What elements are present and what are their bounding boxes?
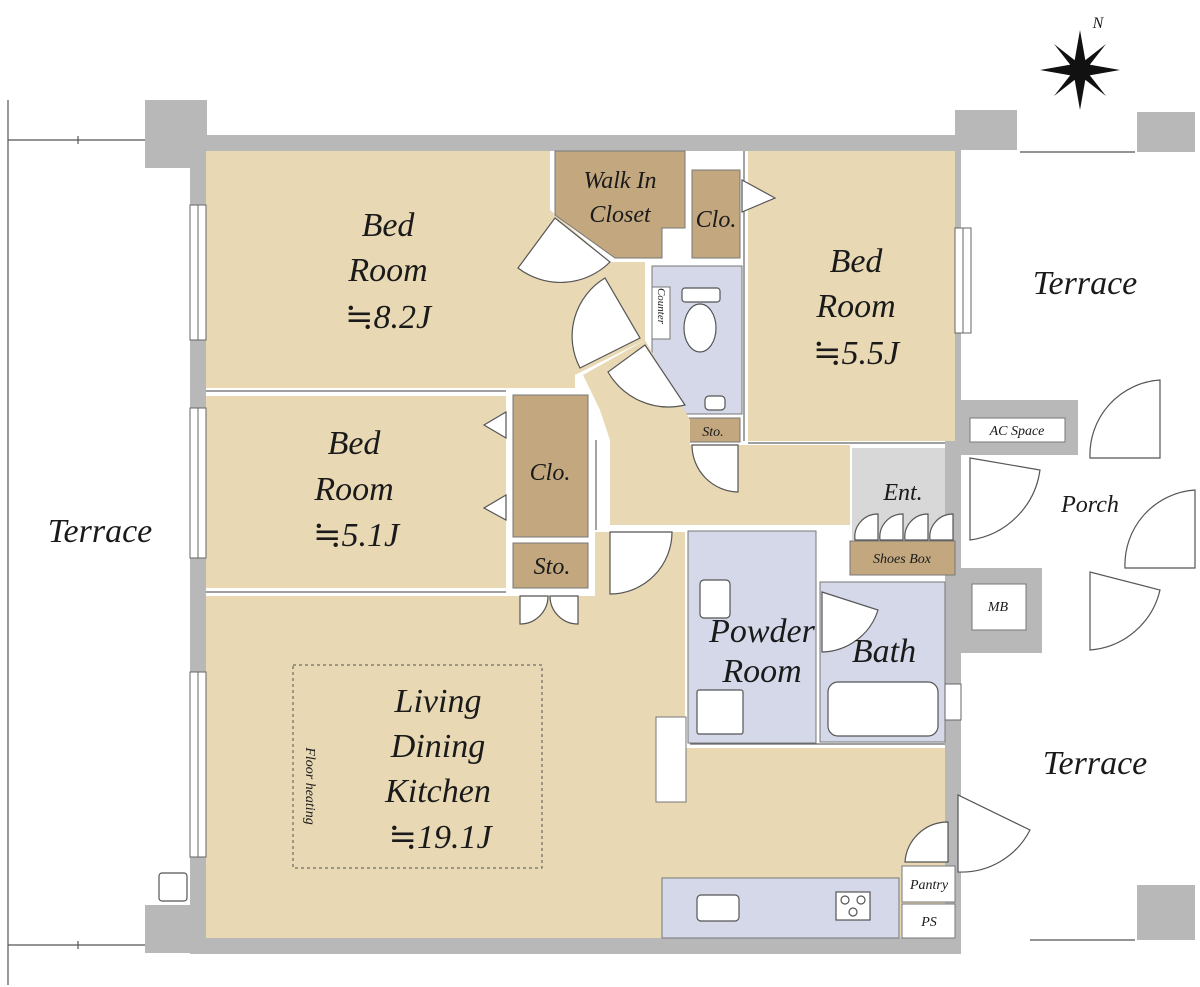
mb-box [971,583,1027,631]
bedroom-2-label-line2: Room [815,288,895,325]
entrance-label: Ent. [882,480,922,506]
bedroom-1-floor [206,151,645,388]
fridge-space [655,716,687,803]
powder-room-label-line2: Room [721,653,801,690]
bedroom-1-size: ≒8.2J [345,299,433,336]
ldk-floor [206,532,945,938]
doors [482,178,1196,873]
counter-label: Counter [655,288,667,325]
powder-room-label-line1: Powder [708,613,816,650]
fixtures [158,287,939,922]
mb-label: MB [987,600,1009,615]
ldk-label-line3: Kitchen [384,773,491,810]
shoes-box-label: Shoes Box [873,552,932,567]
ldk-size: ≒19.1J [388,819,493,856]
porch-label: Porch [1060,492,1119,518]
toilet-sink [704,395,726,411]
bathtub [827,681,939,737]
counter-strip [651,286,671,340]
windows [189,204,972,858]
toilet-bowl [683,303,717,353]
floor-heating-zone [292,664,543,869]
bedroom-3-floor [206,396,506,588]
walk-in-closet-label-line2: Closet [589,202,652,228]
closet-left-label: Clo. [530,460,571,486]
storage-left-floor [512,542,589,589]
walk-in-closet-label-line1: Walk In [583,168,656,194]
storage-left-label: Sto. [534,554,571,580]
toilet-storage-label: Sto. [702,425,723,440]
pantry-box [901,865,956,903]
powder-sink [699,579,731,619]
bedroom-2-floor [748,151,955,441]
toilet-storage-floor [685,417,741,443]
ps-box [901,903,956,939]
bedroom-3-label-line1: Bed [328,425,382,462]
floor-areas [206,150,1066,939]
compass-rose-icon [1040,30,1120,110]
floor-heating-label: Floor heating [302,746,317,824]
ldk-label-line2: Dining [390,728,485,765]
terrace-northeast-label: Terrace [1033,265,1138,302]
terrace-southeast-label: Terrace [1043,745,1148,782]
pantry-label: Pantry [909,878,949,893]
compass-north-label: N [1092,15,1105,32]
bedroom-1-label-line1: Bed [362,207,416,244]
bedroom-3-label-line2: Room [313,471,393,508]
bath-label: Bath [852,633,916,670]
toilet-tank [681,287,721,303]
closet-top-label: Clo. [696,207,737,233]
bedroom-2-label-line1: Bed [830,243,884,280]
ac-space-box [969,417,1066,443]
kitchen-sink [696,894,740,922]
ac-space-label: AC Space [989,424,1045,439]
outdoor-sink [158,872,188,902]
ps-label: PS [920,915,937,930]
terrace-outlines [7,100,1135,985]
closet-top-floor [691,169,741,259]
closet-left-floor [512,394,589,538]
walk-in-closet-floor [554,150,686,259]
bedroom-1-label-line2: Room [347,252,427,289]
terrace-west-label: Terrace [48,513,153,550]
bedroom-3-size: ≒5.1J [313,517,401,554]
ldk-label-line1: Living [394,683,482,720]
bedroom-2-size: ≒5.5J [813,335,901,372]
shoes-box-floor [849,540,956,576]
washer-pan [696,689,744,735]
